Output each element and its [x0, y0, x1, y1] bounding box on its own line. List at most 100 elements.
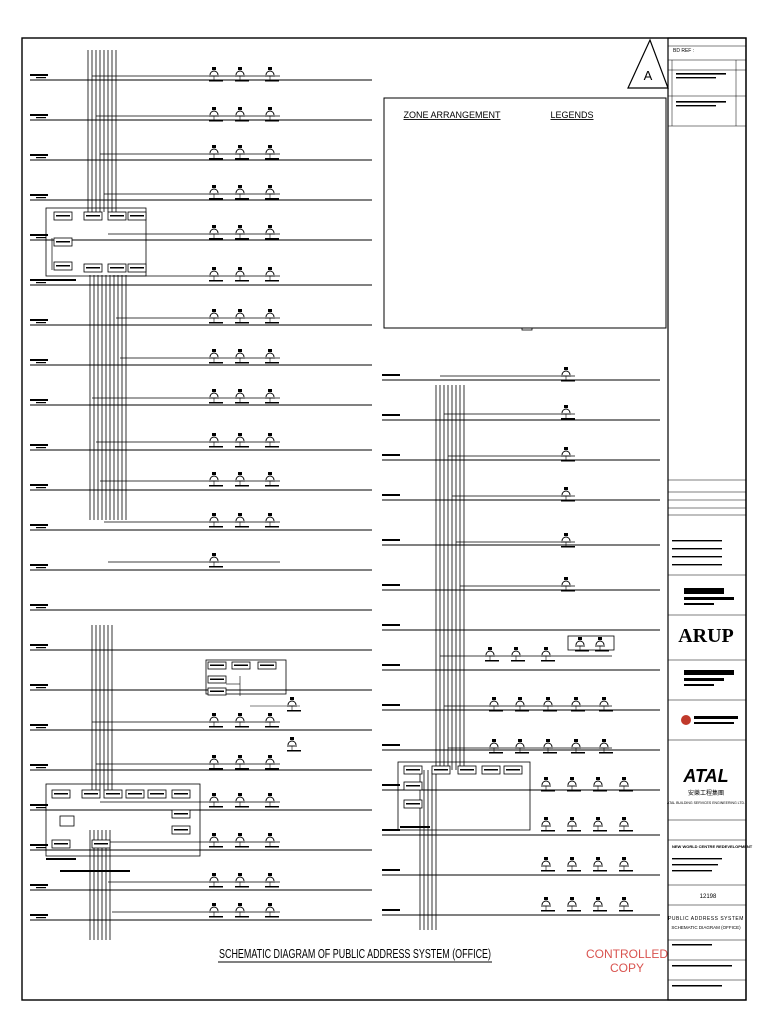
speaker-icon	[235, 472, 245, 485]
tiny-text	[382, 584, 400, 586]
tiny-text	[235, 526, 249, 528]
tiny-text	[676, 73, 726, 75]
speaker-icon	[209, 903, 219, 916]
tiny-text	[265, 806, 279, 808]
tiny-text	[593, 870, 607, 872]
tiny-text	[30, 279, 48, 281]
stamp-line-1: CONTROLLED	[586, 947, 668, 961]
tiny-text	[30, 914, 48, 916]
tiny-text	[543, 752, 557, 754]
speaker-icon	[265, 472, 275, 485]
tiny-text	[265, 198, 279, 200]
tiny-text	[30, 194, 48, 196]
tiny-text	[174, 793, 188, 795]
atal-english-name: ATAL BUILDING SERVICES ENGINEERING LTD.	[667, 801, 745, 805]
tiny-text	[265, 446, 279, 448]
speaker-icon	[235, 67, 245, 80]
tiny-text	[561, 500, 575, 502]
tiny-text	[684, 588, 724, 594]
tiny-text	[30, 684, 48, 686]
tiny-text	[235, 158, 249, 160]
tiny-text	[265, 120, 279, 122]
tiny-text	[30, 604, 48, 606]
tiny-text	[672, 548, 722, 550]
tiny-text	[235, 446, 249, 448]
tiny-text	[575, 650, 589, 652]
speaker-icon	[209, 145, 219, 158]
speaker-icon	[209, 553, 219, 566]
tiny-text	[571, 710, 585, 712]
speaker-icon	[235, 389, 245, 402]
zone-arrangement-heading: ZONE ARRANGEMENT	[403, 110, 501, 120]
tiny-text	[672, 556, 722, 558]
tiny-text	[543, 710, 557, 712]
tiny-text	[515, 752, 529, 754]
speaker-icon	[265, 67, 275, 80]
tiny-text	[234, 664, 248, 666]
tiny-text	[84, 793, 98, 795]
tiny-text	[36, 767, 46, 769]
speaker-icon	[265, 309, 275, 322]
tiny-text	[235, 362, 249, 364]
speaker-icon	[567, 817, 577, 830]
rack-module	[59, 815, 75, 827]
speaker-icon	[235, 349, 245, 362]
drawing-title-block-line-1: PUBLIC ADDRESS SYSTEM	[668, 916, 744, 922]
tiny-text	[511, 660, 525, 662]
speaker-icon	[575, 637, 585, 650]
tiny-text	[110, 215, 124, 217]
tiny-text	[684, 670, 734, 675]
speaker-icon	[209, 793, 219, 806]
tiny-text	[30, 644, 48, 646]
tiny-text	[506, 769, 520, 771]
tiny-text	[209, 566, 223, 568]
speaker-icon	[235, 225, 245, 238]
tiny-text	[36, 362, 46, 364]
tiny-text	[30, 74, 48, 76]
tiny-text	[265, 402, 279, 404]
tiny-text	[382, 664, 400, 666]
speaker-icon	[541, 647, 551, 660]
speaker-icon	[515, 697, 525, 710]
tiny-text	[434, 769, 448, 771]
tiny-text	[60, 870, 130, 872]
tiny-text	[235, 80, 249, 82]
tiny-text	[30, 444, 48, 446]
tiny-text	[406, 769, 420, 771]
tiny-text	[235, 916, 249, 918]
atal-chinese-name: 安樂工程集團	[688, 789, 724, 797]
speaker-icon	[235, 833, 245, 846]
equipment-rack-lower	[45, 783, 201, 857]
tiny-text	[265, 485, 279, 487]
tiny-text	[595, 650, 609, 652]
speaker-icon	[209, 107, 219, 120]
tiny-text	[541, 910, 555, 912]
tiny-text	[515, 710, 529, 712]
speaker-icon	[593, 857, 603, 870]
tiny-text	[130, 215, 144, 217]
tiny-text	[209, 485, 223, 487]
tiny-text	[265, 80, 279, 82]
speaker-icon	[265, 349, 275, 362]
atal-logo: ATAL	[682, 766, 728, 786]
speaker-icon	[593, 897, 603, 910]
speaker-icon	[265, 267, 275, 280]
speaker-icon	[235, 755, 245, 768]
company-seal	[681, 715, 691, 725]
zone-arrangement-panel: ZONE ARRANGEMENT LEGENDS	[383, 97, 667, 329]
speaker-icon	[599, 697, 609, 710]
tiny-text	[128, 793, 142, 795]
tiny-text	[561, 380, 575, 382]
tiny-text	[110, 267, 124, 269]
tiny-text	[567, 870, 581, 872]
tiny-text	[36, 917, 46, 919]
speaker-icon	[561, 405, 571, 418]
tiny-text	[174, 829, 188, 831]
tiny-text	[209, 280, 223, 282]
speaker-icon	[567, 897, 577, 910]
tiny-text	[676, 101, 726, 103]
speaker-icon	[619, 857, 629, 870]
tiny-text	[30, 114, 48, 116]
tiny-text	[265, 280, 279, 282]
speaker-icon	[543, 697, 553, 710]
